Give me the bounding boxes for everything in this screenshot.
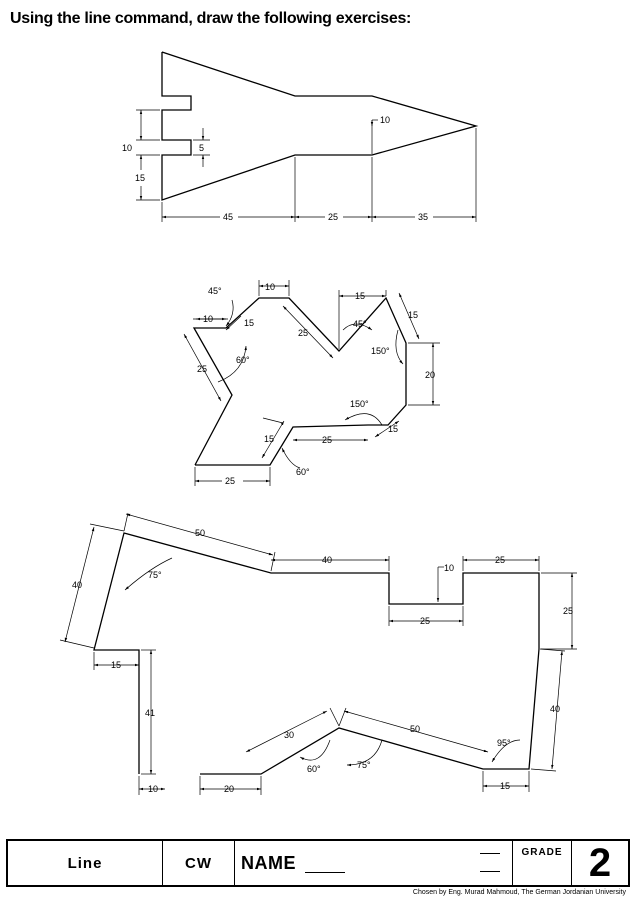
svg-text:40: 40 bbox=[72, 580, 82, 590]
footer-credit: Chosen by Eng. Murad Mahmoud, The German… bbox=[412, 889, 626, 896]
svg-text:20: 20 bbox=[224, 784, 234, 794]
svg-text:25: 25 bbox=[563, 606, 573, 616]
svg-text:30: 30 bbox=[284, 730, 294, 740]
svg-text:10: 10 bbox=[122, 143, 132, 153]
svg-text:45°: 45° bbox=[353, 319, 367, 329]
svg-text:15: 15 bbox=[388, 424, 398, 434]
page-heading: Using the line command, draw the followi… bbox=[10, 10, 412, 27]
svg-text:10: 10 bbox=[203, 314, 213, 324]
rocket-outline bbox=[161, 51, 479, 201]
svg-text:60°: 60° bbox=[236, 355, 250, 365]
exercise-1-dimensions bbox=[136, 109, 477, 222]
svg-text:35: 35 bbox=[418, 212, 428, 222]
type-cell: CW bbox=[163, 841, 235, 885]
sheet-number: 2 bbox=[588, 840, 612, 885]
svg-text:25: 25 bbox=[495, 555, 505, 565]
svg-text:15: 15 bbox=[408, 310, 418, 320]
sheet-number-cell: 2 bbox=[572, 841, 628, 885]
svg-text:75°: 75° bbox=[357, 760, 371, 770]
topic-label: Line bbox=[67, 854, 103, 872]
exercise-2-dimensions bbox=[183, 280, 440, 486]
shape-2-outline bbox=[192, 296, 407, 466]
name-cell: NAME bbox=[235, 841, 513, 885]
grade-cell: GRADE bbox=[513, 841, 572, 885]
svg-text:60°: 60° bbox=[296, 467, 310, 477]
svg-text:60°: 60° bbox=[307, 764, 321, 774]
svg-text:15: 15 bbox=[500, 781, 510, 791]
svg-text:25: 25 bbox=[225, 476, 235, 486]
svg-text:10: 10 bbox=[265, 282, 275, 292]
svg-text:5: 5 bbox=[199, 143, 204, 153]
grade-label: GRADE bbox=[521, 847, 563, 858]
exercise-1-rocket bbox=[161, 51, 479, 201]
topic-cell: Line bbox=[8, 841, 163, 885]
svg-text:50: 50 bbox=[410, 724, 420, 734]
svg-text:150°: 150° bbox=[350, 399, 369, 409]
svg-text:25: 25 bbox=[298, 328, 308, 338]
type-label: CW bbox=[185, 854, 212, 872]
name-rule-bottom bbox=[480, 871, 500, 872]
svg-text:15: 15 bbox=[355, 291, 365, 301]
svg-text:45°: 45° bbox=[208, 286, 222, 296]
svg-text:15: 15 bbox=[264, 434, 274, 444]
svg-text:10: 10 bbox=[148, 784, 158, 794]
svg-text:15: 15 bbox=[244, 318, 254, 328]
svg-text:40: 40 bbox=[550, 704, 560, 714]
svg-text:75°: 75° bbox=[148, 570, 162, 580]
exercise-1-labels: 10 10 5 15 45 25 35 bbox=[122, 115, 428, 222]
exercise-2-shape bbox=[192, 296, 407, 466]
svg-text:15: 15 bbox=[135, 173, 145, 183]
name-underline bbox=[305, 872, 345, 873]
svg-text:25: 25 bbox=[322, 435, 332, 445]
svg-text:150°: 150° bbox=[371, 346, 390, 356]
svg-text:10: 10 bbox=[380, 115, 390, 125]
title-block: Line CW NAME GRADE 2 bbox=[6, 839, 630, 887]
svg-text:45: 45 bbox=[223, 212, 233, 222]
svg-text:41: 41 bbox=[145, 708, 155, 718]
name-label: NAME bbox=[241, 853, 296, 873]
name-rule-top bbox=[480, 853, 500, 854]
svg-text:25: 25 bbox=[420, 616, 430, 626]
svg-text:50: 50 bbox=[195, 528, 205, 538]
exercise-2-labels: 45° 10 10 15 25 60° 25 45° 15 15 150° 20… bbox=[197, 282, 435, 486]
svg-text:40: 40 bbox=[322, 555, 332, 565]
svg-text:25: 25 bbox=[197, 364, 207, 374]
svg-text:15: 15 bbox=[111, 660, 121, 670]
svg-text:20: 20 bbox=[425, 370, 435, 380]
exercise-3-dimensions bbox=[59, 512, 577, 795]
svg-text:10: 10 bbox=[444, 563, 454, 573]
exercise-3-labels: 50 40 75° 40 10 25 25 25 15 41 30 50 95°… bbox=[72, 528, 573, 794]
svg-text:25: 25 bbox=[328, 212, 338, 222]
svg-text:95°: 95° bbox=[497, 738, 511, 748]
